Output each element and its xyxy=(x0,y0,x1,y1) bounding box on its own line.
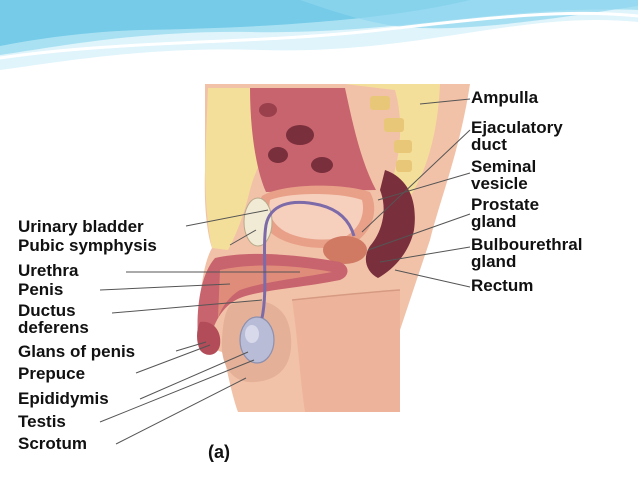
label-ductus-deferens: Ductus deferens xyxy=(18,301,89,337)
label-bulbourethral-gland: Bulbourethral gland xyxy=(471,235,583,271)
label-rectum: Rectum xyxy=(471,276,534,295)
label-scrotum: Scrotum xyxy=(18,434,87,453)
label-epididymis: Epididymis xyxy=(18,389,109,408)
label-testis: Testis xyxy=(18,412,66,431)
figure-label: (a) xyxy=(208,442,230,462)
label-urethra: Urethra xyxy=(18,261,79,280)
label-glans-of-penis: Glans of penis xyxy=(18,342,136,361)
label-ampulla: Ampulla xyxy=(471,88,539,107)
label-seminal-vesicle: Seminal vesicle xyxy=(471,157,537,193)
header-banner xyxy=(0,0,638,70)
label-ejaculatory-duct: Ejaculatory duct xyxy=(471,118,563,154)
label-pubic-symphysis: Pubic symphysis xyxy=(18,236,157,255)
label-prepuce: Prepuce xyxy=(18,364,86,383)
leader-lines xyxy=(99,98,471,445)
label-penis: Penis xyxy=(18,280,64,299)
anatomy-illustration xyxy=(197,84,470,412)
label-urinary-bladder: Urinary bladder xyxy=(18,217,144,236)
label-prostate-gland: Prostate gland xyxy=(471,195,540,231)
